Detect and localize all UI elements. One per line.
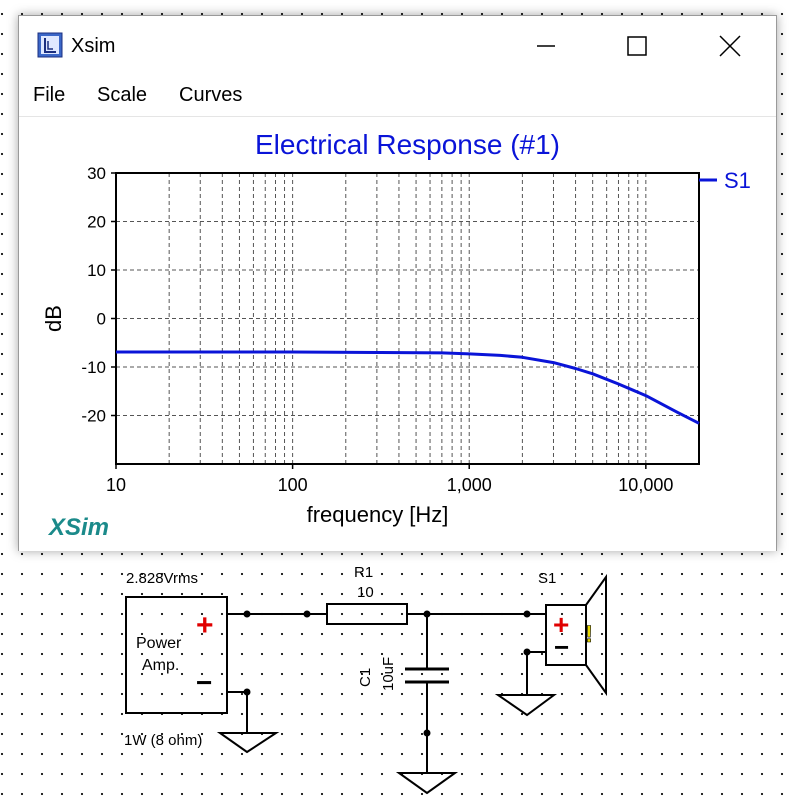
x-tick-label: 10 [106,475,126,495]
ground-symbol-speaker [494,694,558,717]
x-tick-label: 10,000 [618,475,673,495]
speaker-plus-sign: + [553,609,569,640]
speaker-s1 [545,604,587,666]
amp-label-line2: Amp. [142,657,179,674]
speaker-warning-icon: ! [585,621,593,648]
source-voltage-label: 2.828Vrms [126,570,198,587]
power-amp-block [125,596,228,714]
y-tick-label: -10 [81,358,106,377]
xsim-brand-logo: XSim [47,514,109,541]
r1-value-label: 10 [357,584,374,601]
y-tick-label: 10 [87,261,106,280]
legend-label-s1: S1 [724,168,751,193]
r1-name-label: R1 [354,564,373,581]
menu-curves[interactable]: Curves [179,84,243,106]
y-tick-label: -20 [81,407,106,426]
title-bar[interactable]: Xsim [19,16,776,76]
ground-symbol-amp [216,732,280,754]
amp-label-line1: Power [136,635,182,652]
ground-symbol-c1 [395,772,459,795]
xsim-app-icon [37,32,63,58]
x-axis-label: frequency [Hz] [307,502,449,527]
window-title: Xsim [71,35,116,57]
speaker-name-label: S1 [538,570,556,587]
y-tick-label: 20 [87,213,106,232]
close-icon [719,35,741,57]
y-tick-label: 30 [87,164,106,183]
speaker-cone [585,573,607,697]
x-tick-label: 100 [278,475,308,495]
amp-plus-sign: + [196,609,214,642]
y-axis-label: dB [41,305,66,332]
minimize-icon [537,45,555,47]
resistor-r1 [326,603,408,625]
minimize-button[interactable] [523,24,569,68]
circuit-schematic[interactable]: 2.828Vrms Power Amp. + − 1W (8 ohm) R1 1… [0,555,795,808]
chart-title: Electrical Response (#1) [255,129,560,160]
series-line-s1 [116,350,700,425]
close-button[interactable] [707,24,753,68]
c1-value-label: 10uF [380,657,397,691]
speaker-minus-sign: − [554,632,569,662]
amp-minus-sign: − [196,667,212,698]
x-tick-label: 1,000 [447,475,492,495]
maximize-icon [627,36,647,56]
menu-bar: File Scale Curves [19,80,776,114]
amp-power-label: 1W (8 ohm) [124,732,202,749]
maximize-button[interactable] [613,24,659,68]
c1-name-label: C1 [357,668,374,687]
menu-scale[interactable]: Scale [97,84,148,106]
y-tick-label: 0 [97,310,106,329]
menu-file[interactable]: File [33,84,66,106]
